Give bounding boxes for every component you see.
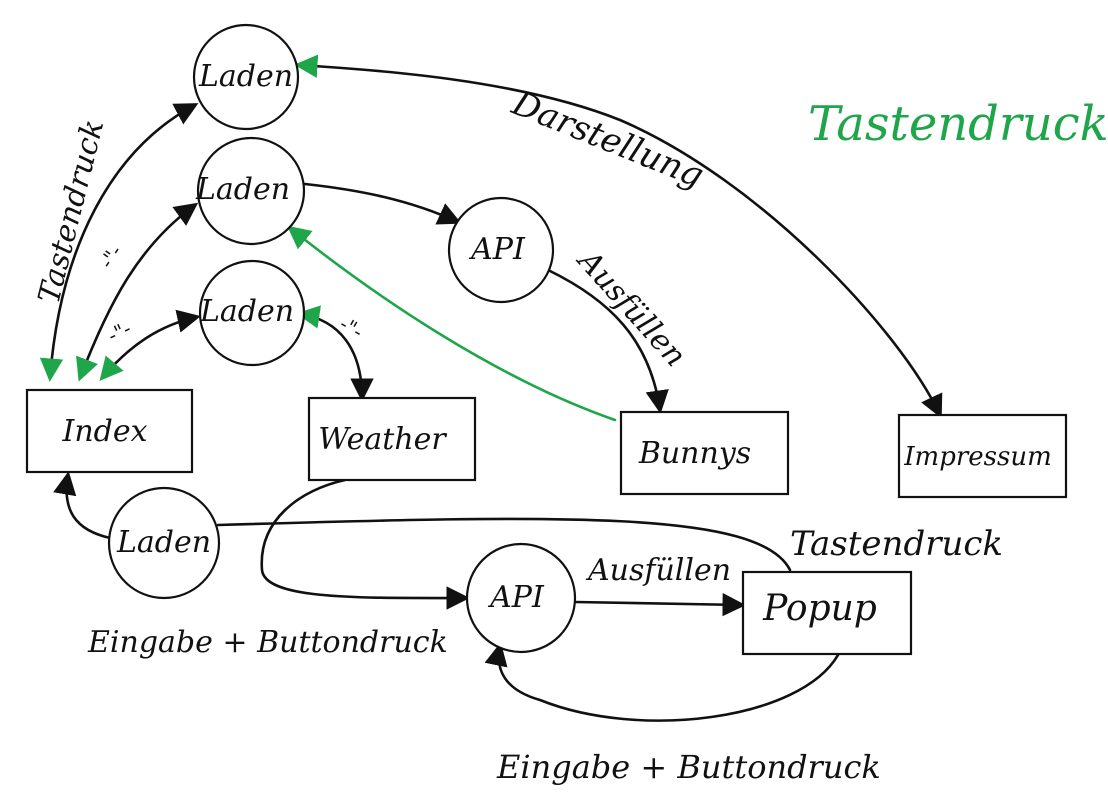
edge-laden-top-impressum xyxy=(294,54,943,419)
edge-laden-mid-api xyxy=(303,182,462,225)
label-darstellung: Darstellung xyxy=(506,83,710,196)
edge-index-laden-mid xyxy=(76,202,199,382)
node-index-label: Index xyxy=(61,414,147,449)
node-impressum: Impressum xyxy=(897,413,1068,499)
node-weather-label: Weather xyxy=(318,422,447,457)
node-api-upper-label: API xyxy=(468,232,526,267)
label-ditto-1: -"- xyxy=(94,240,127,273)
node-laden-mid-label: Laden xyxy=(195,172,290,207)
label-tastendruck-popup: Tastendruck xyxy=(790,524,1003,564)
node-laden-mid: Laden xyxy=(195,136,306,246)
edge-popup-laden-bottom xyxy=(216,517,792,572)
edge-api-popup xyxy=(573,592,746,617)
edge-weather-api-lower xyxy=(260,478,470,610)
legend-tastendruck: Tastendruck xyxy=(808,96,1108,152)
node-index: Index xyxy=(25,388,194,474)
node-laden-top-label: Laden xyxy=(198,59,293,94)
edge-laden-bottom-index xyxy=(53,471,112,540)
node-popup: Popup xyxy=(741,570,913,656)
node-laden-bottom-label: Laden xyxy=(116,525,211,560)
node-api-upper: API xyxy=(447,196,555,304)
label-eingabe-lower: Eingabe + Buttondruck xyxy=(496,748,881,786)
node-laden-low: Laden xyxy=(198,259,306,367)
label-ausfuellen-upper: Ausfüllen xyxy=(569,242,693,374)
node-bunnys: Bunnys xyxy=(619,410,790,496)
node-impressum-label: Impressum xyxy=(903,442,1051,472)
edge-index-laden-low xyxy=(99,309,201,381)
node-api-lower-label: API xyxy=(487,580,545,615)
node-api-lower: API xyxy=(465,542,577,654)
edge-popup-api-loop xyxy=(484,642,840,722)
label-ditto-3: -"- xyxy=(336,312,368,344)
label-tastendruck-left: Tastendruck xyxy=(32,116,111,307)
label-ditto-2: -"- xyxy=(104,316,135,347)
node-laden-bottom: Laden xyxy=(107,486,221,600)
node-bunnys-label: Bunnys xyxy=(638,436,751,471)
node-popup-label: Popup xyxy=(762,588,877,629)
node-laden-top: Laden xyxy=(192,23,300,131)
label-eingabe-upper: Eingabe + Buttondruck xyxy=(87,625,448,660)
node-weather: Weather xyxy=(307,396,477,482)
label-ausfuellen-lower: Ausfüllen xyxy=(585,553,731,588)
node-laden-low-label: Laden xyxy=(199,294,294,329)
